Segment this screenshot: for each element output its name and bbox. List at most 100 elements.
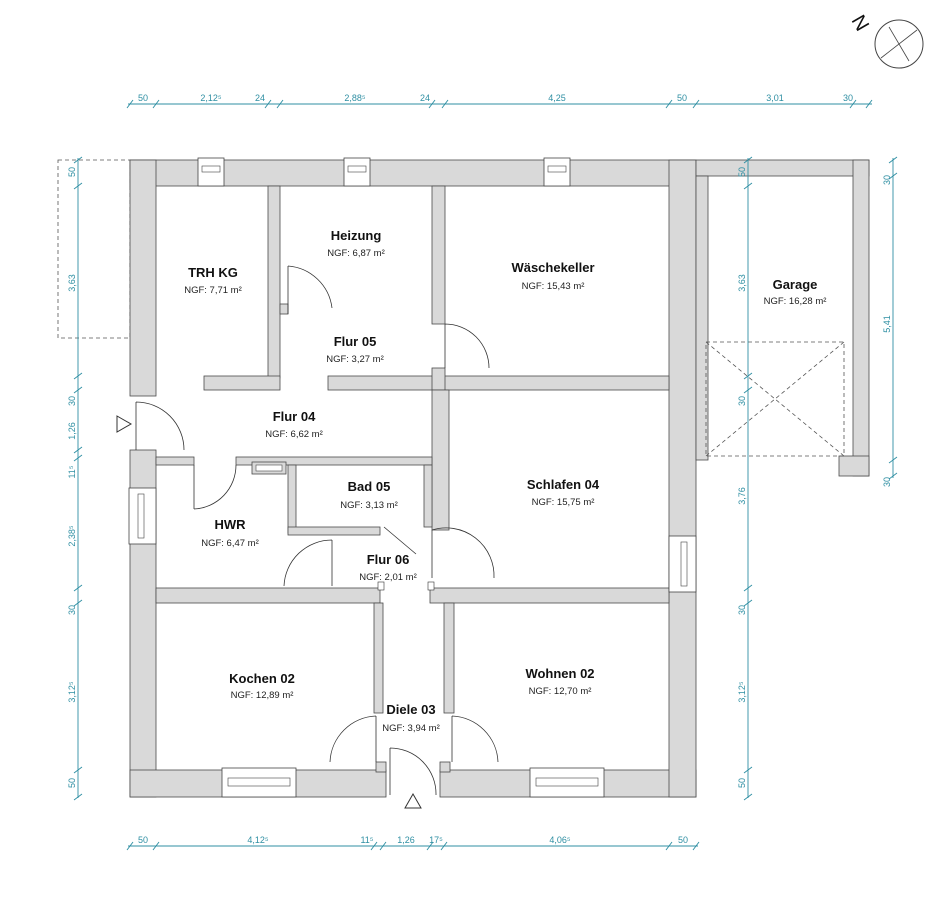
dimension-tick	[865, 99, 873, 109]
dimension-label: 50	[737, 167, 747, 177]
dimension-tick	[692, 99, 700, 109]
dimension-label: 24	[420, 93, 430, 103]
dimension-tick	[73, 599, 83, 607]
wall-hwr-north-right	[235, 456, 433, 466]
dimension-tick	[743, 156, 753, 164]
dimension-tick	[743, 182, 753, 190]
door-hwr-flur06	[283, 539, 333, 587]
dimension-label: 3,01	[766, 93, 784, 103]
windows	[128, 157, 697, 798]
dimension-label: 50	[138, 93, 148, 103]
dimension-tick	[888, 156, 898, 164]
exterior-stair-outline	[57, 159, 131, 339]
dimension-label: 30	[882, 175, 892, 185]
dimension-label: 50	[67, 778, 77, 788]
wall-diele-wohnen	[443, 602, 455, 714]
dimension-label: 4,12⁵	[247, 835, 269, 845]
dimension-label: 3,76	[737, 487, 747, 505]
dimension-tick	[73, 766, 83, 774]
dimension-tick	[73, 372, 83, 380]
room-name: Kochen 02	[229, 671, 295, 686]
dimension-label: 50	[678, 835, 688, 845]
room-area: NGF: 6,62 m²	[265, 429, 323, 440]
dimension-label: 30	[67, 396, 77, 406]
room-name: Schlafen 04	[527, 477, 600, 492]
door-wohnen	[451, 715, 499, 763]
dimension-label: 2,12⁵	[200, 93, 222, 103]
dimension-tick	[426, 841, 434, 851]
dimension-label: 30	[882, 477, 892, 487]
garage-wall-north	[695, 159, 870, 177]
room-area: NGF: 7,71 m²	[184, 285, 242, 296]
door-entrance-flur04	[135, 401, 185, 451]
dimension-tick	[440, 841, 448, 851]
room-area: NGF: 15,43 m²	[522, 281, 585, 292]
wall-hwr-kochen	[155, 587, 381, 604]
dimensions-top: 50 2,12⁵ 24 2,88⁵ 24 4,25 50 3,01 30	[138, 93, 853, 103]
window-wohnen	[529, 767, 605, 798]
dimension-tick	[73, 454, 83, 462]
dimension-label: 30	[843, 93, 853, 103]
room-area: NGF: 2,01 m²	[359, 572, 417, 583]
entrance-marker-south	[404, 792, 422, 809]
door-front	[389, 747, 437, 796]
dimension-label: 4,25	[548, 93, 566, 103]
wall-kochen-diele	[373, 602, 384, 714]
dimension-tick	[370, 841, 378, 851]
entrance-marker-west	[116, 415, 133, 433]
door-kochen	[329, 715, 377, 763]
room-area: NGF: 16,28 m²	[764, 296, 827, 307]
wall-trh-south	[203, 375, 281, 391]
room-name: HWR	[214, 517, 246, 532]
room-name: Flur 06	[367, 552, 410, 567]
door-schlafen	[431, 527, 495, 579]
dimension-tick	[276, 99, 284, 109]
dimension-tick	[665, 841, 673, 851]
room-name: Wohnen 02	[525, 666, 594, 681]
walls	[129, 159, 870, 798]
door-heizung	[287, 265, 333, 314]
garage-door-outline	[705, 341, 845, 457]
dimension-label: 1,26	[67, 422, 77, 440]
room-name: Diele 03	[386, 702, 435, 717]
doors	[135, 265, 499, 796]
dimension-label: 50	[67, 167, 77, 177]
dimension-label: 3,12⁵	[67, 681, 77, 703]
dimension-tick	[849, 99, 857, 109]
room-area: NGF: 12,89 m²	[231, 690, 294, 701]
dimension-tick	[73, 182, 83, 190]
wall-west-upper	[129, 159, 157, 397]
dimension-label: 50	[138, 835, 148, 845]
door-waeschekeller	[444, 323, 490, 369]
dimension-label: 2,38⁵	[67, 525, 77, 547]
dimension-label: 2,88⁵	[344, 93, 366, 103]
garage-wall-east	[852, 159, 870, 477]
wall-schlafen-wohnen	[429, 587, 670, 604]
dimension-tick	[743, 793, 753, 801]
dimension-label: 30	[67, 605, 77, 615]
garage-wall-west	[695, 175, 709, 461]
room-name: Garage	[773, 277, 818, 292]
dimension-label: 3,12⁵	[737, 681, 747, 703]
room-area: NGF: 3,27 m²	[326, 354, 384, 365]
dimension-tick	[152, 841, 160, 851]
window-kochen	[221, 767, 297, 798]
room-area: NGF: 12,70 m²	[529, 686, 592, 697]
dimension-label: 3,63	[67, 274, 77, 292]
door-hwr	[193, 464, 237, 510]
dimension-tick	[73, 584, 83, 592]
dimension-tick	[743, 599, 753, 607]
dimension-label: 3,63	[737, 274, 747, 292]
dimension-label: 50	[737, 778, 747, 788]
dimension-tick	[888, 172, 898, 180]
dimension-label: 24	[255, 93, 265, 103]
window-hwr	[128, 487, 157, 545]
room-area: NGF: 3,94 m²	[382, 723, 440, 734]
dimension-label: 17⁵	[429, 835, 443, 845]
room-area: NGF: 6,87 m²	[327, 248, 385, 259]
dimension-tick	[743, 386, 753, 394]
dimension-tick	[152, 99, 160, 109]
wall-bad-west	[287, 464, 297, 534]
room-name: TRH KG	[188, 265, 238, 280]
dimension-tick	[428, 99, 436, 109]
